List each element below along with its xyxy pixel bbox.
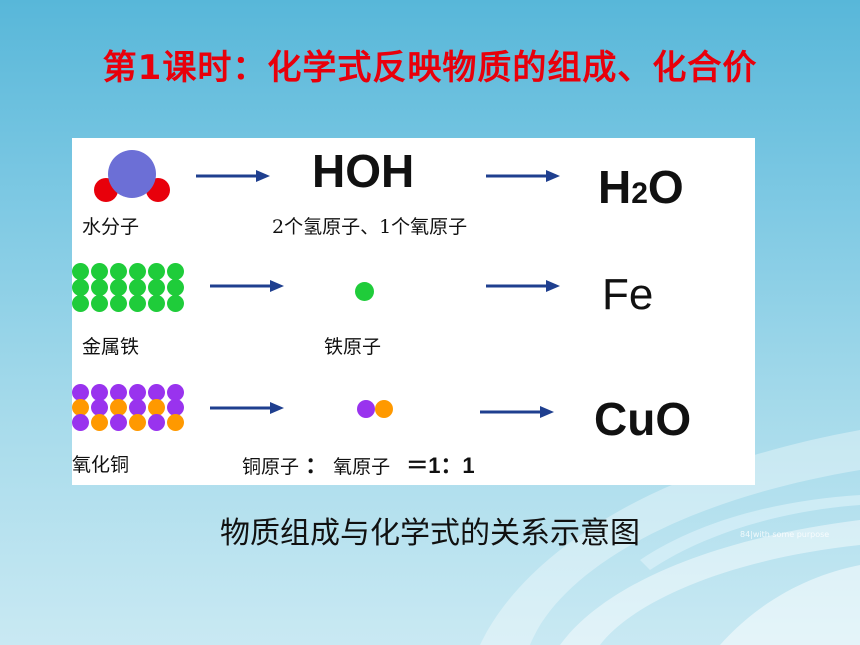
iron-atom-icon <box>355 282 374 301</box>
row3-substance-label: 氧化铜 <box>72 454 130 476</box>
water-molecule-icon <box>86 148 176 208</box>
iron-lattice-icon <box>72 263 192 313</box>
ratio-copper-atom: 铜原子 <box>242 456 300 478</box>
ratio-oxygen-atom: 氧原子 <box>333 456 391 478</box>
row2-substance-label: 金属铁 <box>82 336 140 358</box>
row2-arrow-1 <box>210 280 284 292</box>
copper-oxide-formula: CuO <box>594 393 692 445</box>
water-formula-h: H <box>598 161 632 213</box>
ratio-value: ＝1：1 <box>406 453 475 478</box>
row1-atom-count-label: 2个氢原子、1个氧原子 <box>272 216 468 238</box>
ratio-colon: ： <box>305 453 328 478</box>
row1-arrow-2 <box>486 170 560 182</box>
row3-ratio-label: 铜原子 ： 氧原子 ＝1：1 <box>242 448 475 480</box>
row2-arrow-2 <box>486 280 560 292</box>
row3-arrow-1 <box>210 402 284 414</box>
row1-arrow-1 <box>196 170 270 182</box>
copper-atom-icon <box>357 400 375 418</box>
row3-arrow-2 <box>480 406 554 418</box>
water-formula-subscript: 2 <box>631 177 648 210</box>
row2-atom-label: 铁原子 <box>324 336 382 358</box>
slide-title: 第1课时：化学式反映物质的组成、化合价 <box>102 48 758 88</box>
copper-oxygen-pair-icon <box>357 400 397 420</box>
copper-oxide-lattice-icon <box>72 384 192 444</box>
oxygen-atom-icon <box>375 400 393 418</box>
diagram-caption: 物质组成与化学式的关系示意图 <box>220 516 640 551</box>
background-watermark: 84|with some purpose <box>740 530 830 539</box>
diagram-panel: 水分子 HOH 2个氢原子、1个氧原子 H2O 金属铁 <box>72 138 755 485</box>
water-formula-o: O <box>647 161 684 213</box>
hoh-formula: HOH <box>312 145 415 197</box>
row1-substance-label: 水分子 <box>82 216 140 238</box>
iron-formula: Fe <box>602 270 654 319</box>
water-oxygen <box>108 150 156 198</box>
water-formula: H2O <box>598 160 684 214</box>
